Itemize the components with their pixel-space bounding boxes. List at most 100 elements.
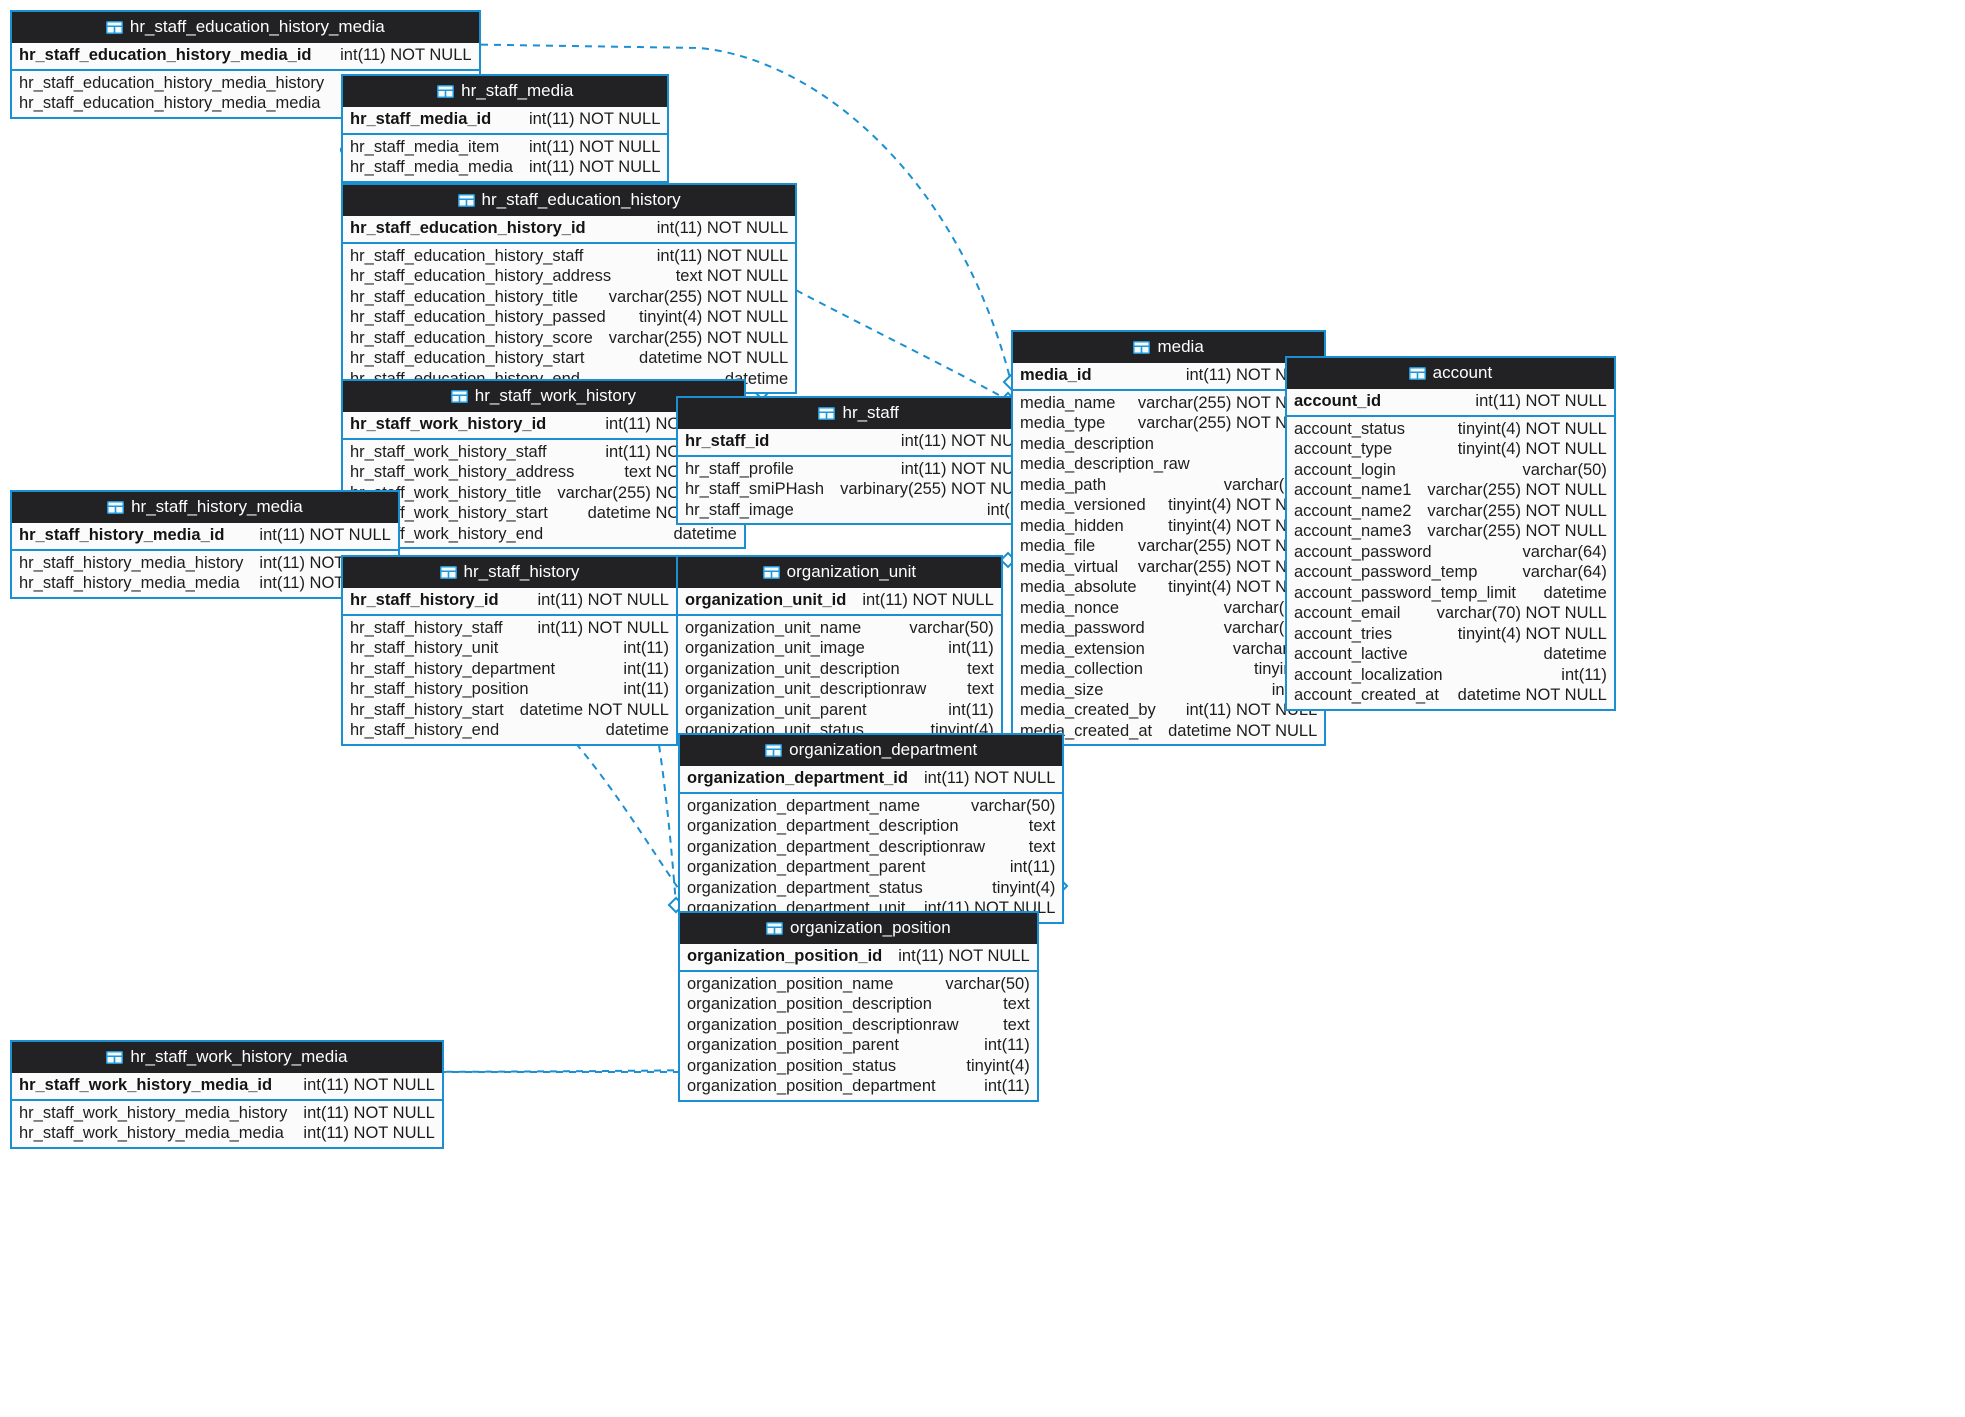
table-header-hr_staff[interactable]: hr_staff xyxy=(678,398,1040,429)
table-header-hr_staff_education_history_media[interactable]: hr_staff_education_history_media xyxy=(12,12,479,43)
table-header-organization_unit[interactable]: organization_unit xyxy=(678,557,1001,588)
table-header-hr_staff_work_history_media[interactable]: hr_staff_work_history_media xyxy=(12,1042,442,1073)
table-header-account[interactable]: account xyxy=(1287,358,1614,389)
column-row[interactable]: media_collectiontinyint(4) xyxy=(1013,659,1324,679)
table-header-hr_staff_education_history[interactable]: hr_staff_education_history xyxy=(343,185,796,216)
column-row[interactable]: media_sizeint(11) xyxy=(1013,680,1324,700)
table-header-hr_staff_history[interactable]: hr_staff_history xyxy=(343,557,676,588)
table-header-organization_position[interactable]: organization_position xyxy=(680,913,1037,944)
table-header-organization_department[interactable]: organization_department xyxy=(680,735,1063,766)
table-header-media[interactable]: media xyxy=(1013,332,1325,363)
table-header-hr_staff_media[interactable]: hr_staff_media xyxy=(343,76,668,107)
table-header-hr_staff_history_media[interactable]: hr_staff_history_media xyxy=(12,492,398,523)
